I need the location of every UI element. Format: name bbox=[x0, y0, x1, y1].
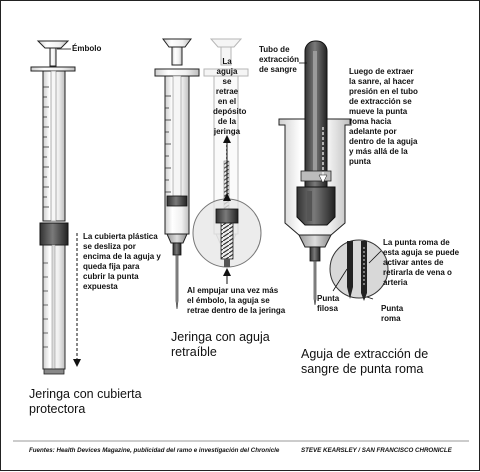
label-punta-filosa: Punta filosa bbox=[317, 294, 340, 313]
label-cubierta: La cubierta plástica se desliza por enci… bbox=[83, 232, 161, 291]
blood-draw-needle bbox=[278, 40, 352, 306]
caption-aguja-extraccion: Aguja de extracción de sangre de punta r… bbox=[301, 347, 429, 376]
label-embolo: Émbolo bbox=[72, 44, 102, 53]
syringe-protective-sheath bbox=[30, 40, 81, 375]
caption-jeringa-retractil: Jeringa con aguja retraíble bbox=[171, 330, 270, 359]
footer-sources: Fuentes: Health Devices Magazine, public… bbox=[29, 447, 280, 454]
label-punta-roma-note: La punta roma de esta aguja se puede act… bbox=[383, 238, 460, 287]
magnifier-detail bbox=[192, 135, 262, 284]
label-punta-roma: Punta roma bbox=[381, 304, 404, 323]
caption-jeringa-cubierta: Jeringa con cubierta protectora bbox=[29, 387, 142, 416]
syringe-retractable-before bbox=[154, 38, 200, 310]
label-tubo: Tubo de extracción de sangre bbox=[259, 45, 300, 74]
label-empujar: Al empujar una vez más el émbolo, la agu… bbox=[187, 286, 286, 315]
footer-credit: STEVE KEARSLEY / SAN FRANCISCO CHRONICLE bbox=[301, 447, 452, 454]
label-aguja-retrae: La aguja se retrae en el depósito de la … bbox=[213, 57, 247, 136]
label-luego: Luego de extraer la sanre, al hacer pres… bbox=[349, 67, 418, 166]
needle-tip-detail bbox=[329, 239, 389, 301]
